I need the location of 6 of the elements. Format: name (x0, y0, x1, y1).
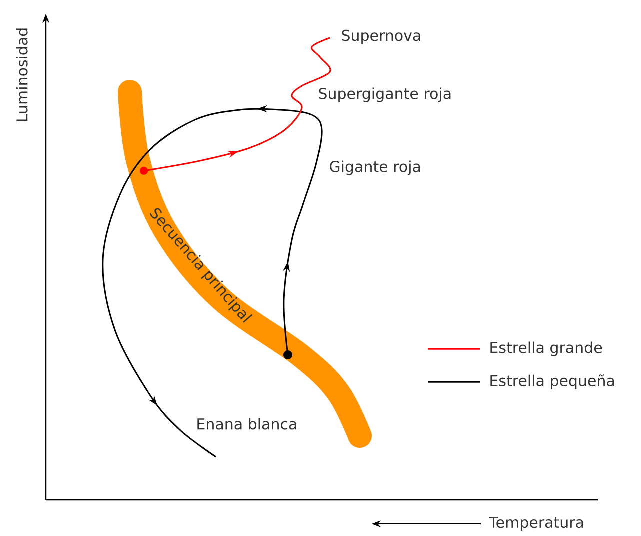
stage-label: Supernova (342, 30, 420, 44)
legend-label: Estrella pequeña (490, 374, 614, 390)
axis-title: Luminosidad (16, 28, 28, 122)
axis-title: Temperatura (489, 516, 584, 532)
legend-label: Estrella grande (490, 342, 602, 356)
stage-label: Enana blanca (198, 418, 296, 430)
